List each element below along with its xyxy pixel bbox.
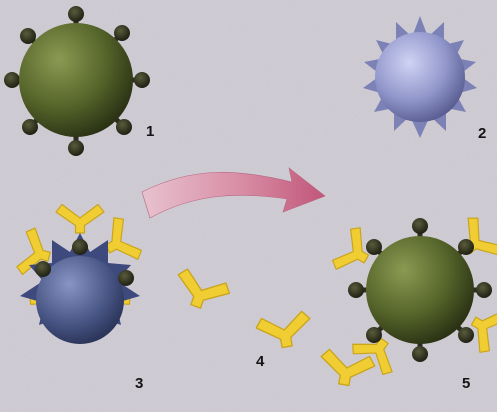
label-5: 5 — [462, 376, 470, 391]
label-4: 4 — [256, 354, 264, 369]
label-1: 1 — [146, 124, 154, 139]
virus-lilac-2-body — [375, 32, 465, 122]
label-2: 2 — [478, 126, 486, 141]
virus-olive-1 — [4, 6, 150, 156]
virus-olive-5-body — [366, 236, 474, 344]
virus-olive-1-body — [19, 23, 133, 137]
label-3: 3 — [135, 376, 143, 391]
